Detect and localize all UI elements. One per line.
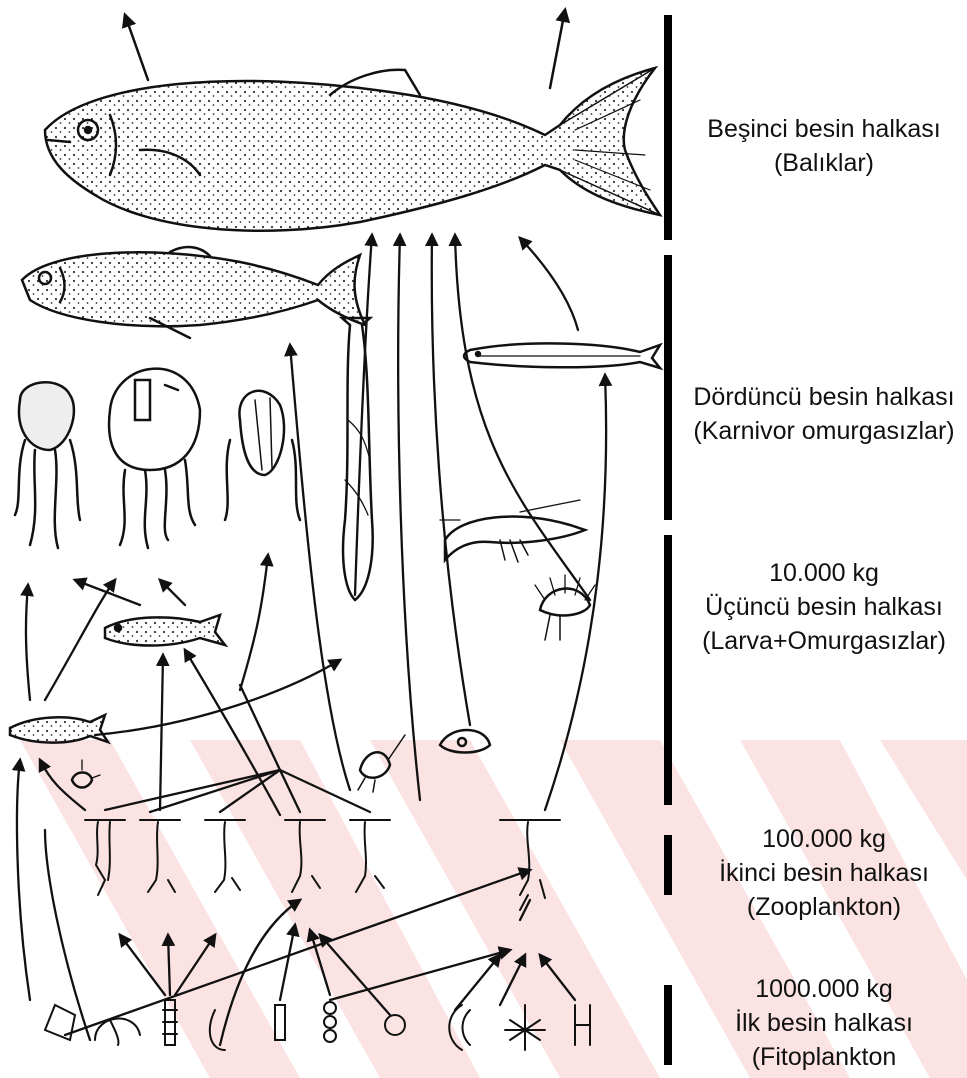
large-fish-icon (45, 68, 660, 231)
hydroid-icon (358, 735, 405, 792)
level-label-line: 1000.000 kg (684, 972, 964, 1006)
arrow-up-left (125, 15, 148, 80)
level-bar-second (664, 835, 672, 895)
level-bar-fourth (664, 255, 672, 520)
level-label-third: 10.000 kg Üçüncü besin halkası (Larva+Om… (684, 556, 964, 658)
mollusk-larva-icon (535, 575, 595, 640)
dinoflagellate-icon (275, 1002, 470, 1050)
level-label-line: İlk besin halkası (684, 1006, 964, 1040)
tiny-larva-icon (72, 760, 100, 788)
level-label-second: 100.000 kg İkinci besin halkası (Zooplan… (684, 822, 964, 924)
level-label-fourth: Dördüncü besin halkası (Karnivor omurgas… (684, 380, 964, 448)
level-label-line: (Zooplankton) (684, 890, 964, 924)
level-label-line: 100.000 kg (684, 822, 964, 856)
level-label-line: Üçüncü besin halkası (684, 590, 964, 624)
larval-fish-icon (105, 615, 225, 646)
level-label-line: (Fitoplankton (684, 1040, 964, 1074)
arrow-up-right (550, 10, 565, 88)
level-label-first: 1000.000 kg İlk besin halkası (Fitoplank… (684, 972, 964, 1074)
level-label-fifth: Beşinci besin halkası (Balıklar) (684, 112, 964, 180)
level-bar-third (664, 535, 672, 805)
level-label-line: İkinci besin halkası (684, 856, 964, 890)
level-label-line: (Larva+Omurgasızlar) (684, 624, 964, 658)
eel-icon (464, 343, 660, 368)
diatom-icon (45, 1000, 225, 1050)
small-fish-icon (22, 247, 365, 338)
level-label-line: Beşinci besin halkası (684, 112, 964, 146)
algae-chain-icon (505, 1005, 590, 1050)
level-bar-first (664, 985, 672, 1065)
copepod-icon (85, 820, 560, 910)
level-bar-fifth (664, 15, 672, 240)
level-label-line: 10.000 kg (684, 556, 964, 590)
level-label-line: (Balıklar) (684, 146, 964, 180)
shrimp-icon (440, 500, 585, 562)
level-label-line: (Karnivor omurgasızlar) (684, 414, 964, 448)
level-label-line: Dördüncü besin halkası (684, 380, 964, 414)
comb-jelly-icon (225, 391, 300, 520)
jellyfish-icon (15, 369, 200, 548)
larva-icon (10, 715, 108, 743)
small-larva-icon (440, 730, 490, 753)
